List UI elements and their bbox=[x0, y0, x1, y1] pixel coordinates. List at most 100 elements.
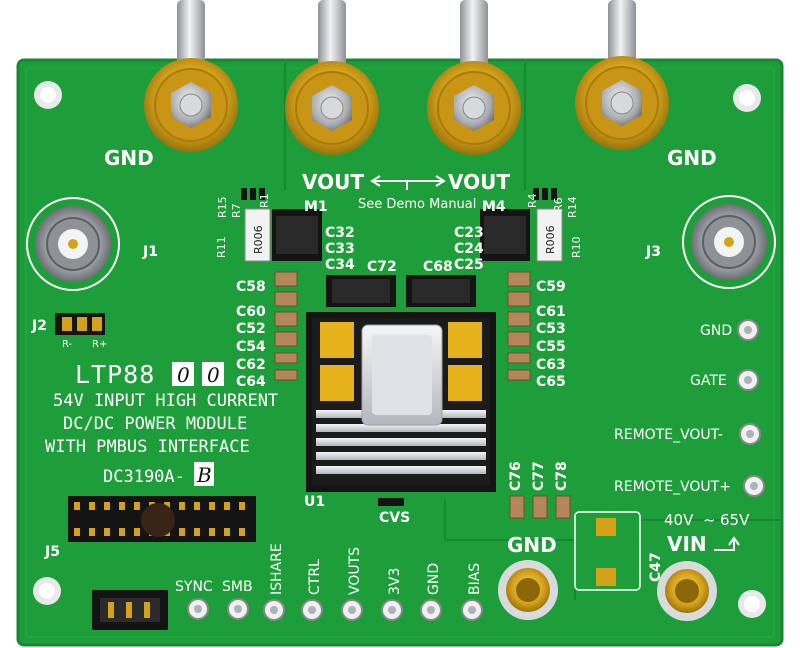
refdes-c68: C68 bbox=[423, 259, 453, 275]
refdes-r7: R7 bbox=[230, 203, 243, 218]
double-arrow-icon bbox=[370, 175, 446, 190]
refdes-r1: R1 bbox=[258, 193, 271, 208]
label-see-manual: See Demo Manual bbox=[358, 197, 476, 212]
refdes-c54: C54 bbox=[236, 339, 266, 355]
bnc-connector-j3[interactable] bbox=[682, 195, 776, 289]
label-tp-sync: SYNC bbox=[175, 579, 213, 595]
part-number: LTP88 bbox=[75, 360, 155, 389]
bnc-connector-j1[interactable] bbox=[26, 197, 120, 291]
refdes-m1: M1 bbox=[304, 199, 328, 215]
test-point-remote-vout-minus[interactable] bbox=[739, 423, 761, 445]
refdes-c60: C60 bbox=[236, 304, 266, 320]
refdes-r006-right: R006 bbox=[544, 225, 557, 254]
label-gnd-input: GND bbox=[507, 533, 557, 557]
test-point-ishare[interactable] bbox=[263, 599, 285, 621]
jumper-j2[interactable] bbox=[55, 313, 105, 335]
refdes-r15: R15 bbox=[216, 196, 229, 218]
refdes-u1: U1 bbox=[304, 494, 325, 510]
refdes-r-plus: R+ bbox=[92, 339, 107, 350]
refdes-j1: J1 bbox=[142, 244, 158, 260]
handwritten-revision: B bbox=[196, 463, 212, 487]
power-module-u1 bbox=[306, 312, 496, 492]
refdes-m4: M4 bbox=[482, 199, 506, 215]
refdes-r14: R14 bbox=[566, 196, 579, 218]
label-vin-min: 40V bbox=[664, 511, 694, 529]
refdes-c77: C77 bbox=[531, 461, 547, 491]
handwritten-digit-2: 0 bbox=[207, 363, 220, 387]
vout-terminal-right[interactable] bbox=[427, 0, 521, 155]
vin-arrow-icon bbox=[714, 536, 740, 551]
label-vin-max: 65V bbox=[720, 511, 750, 529]
title-line-2: DC/DC POWER MODULE bbox=[63, 414, 247, 434]
label-vin: VIN bbox=[667, 532, 707, 556]
refdes-c53: C53 bbox=[536, 321, 566, 337]
refdes-c58: C58 bbox=[236, 279, 266, 295]
test-point-bias[interactable] bbox=[461, 599, 483, 621]
refdes-j3: J3 bbox=[645, 244, 661, 260]
vin-input-jack[interactable] bbox=[657, 561, 717, 621]
mosfet-m1 bbox=[244, 208, 322, 262]
label-tp-ctrl: CTRL bbox=[307, 559, 323, 595]
refdes-c65: C65 bbox=[536, 374, 566, 390]
label-tp-remote-vout-plus: REMOTE_VOUT+ bbox=[614, 479, 731, 495]
refdes-r006-left: R006 bbox=[252, 225, 265, 254]
gnd-terminal-left[interactable] bbox=[144, 0, 238, 152]
test-point-smb[interactable] bbox=[227, 598, 249, 620]
refdes-c34: C34 bbox=[325, 257, 355, 273]
refdes-r10: R10 bbox=[570, 236, 583, 258]
refdes-r-minus: R- bbox=[62, 339, 73, 350]
refdes-c78: C78 bbox=[554, 461, 570, 491]
label-vin-tilde: ~ bbox=[703, 511, 716, 529]
gnd-terminal-right[interactable] bbox=[575, 0, 669, 150]
refdes-j2: J2 bbox=[31, 318, 47, 334]
refdes-r4: R4 bbox=[526, 193, 539, 208]
test-point-vouts[interactable] bbox=[341, 599, 363, 621]
header-j5[interactable] bbox=[68, 496, 256, 542]
test-point-gnd-bottom[interactable] bbox=[420, 599, 442, 621]
mounting-hole-icon bbox=[33, 81, 766, 618]
refdes-c72: C72 bbox=[367, 259, 397, 275]
vout-terminal-left[interactable] bbox=[285, 0, 379, 155]
refdes-c47: C47 bbox=[648, 552, 664, 582]
refdes-c59: C59 bbox=[536, 279, 566, 295]
refdes-c24: C24 bbox=[454, 241, 484, 257]
label-tp-gate: GATE bbox=[690, 373, 727, 389]
gnd-input-jack[interactable] bbox=[498, 560, 558, 620]
refdes-c52: C52 bbox=[236, 321, 266, 337]
demo-board-number: DC3190A- bbox=[103, 467, 185, 487]
label-gnd-right: GND bbox=[667, 146, 717, 170]
test-point-gate[interactable] bbox=[737, 369, 759, 391]
refdes-c76: C76 bbox=[508, 461, 524, 491]
capacitor-c68 bbox=[406, 275, 476, 307]
refdes-cvs: CVS bbox=[379, 510, 410, 526]
refdes-c25: C25 bbox=[454, 257, 484, 273]
refdes-j5: J5 bbox=[44, 544, 60, 560]
refdes-r11: R11 bbox=[215, 236, 228, 258]
handwritten-digit-1: 0 bbox=[177, 363, 190, 387]
title-line-3: WITH PMBUS INTERFACE bbox=[45, 437, 250, 457]
label-vout-right: VOUT bbox=[448, 170, 510, 194]
test-point-gnd-right[interactable] bbox=[737, 319, 759, 341]
refdes-c32: C32 bbox=[325, 225, 355, 241]
refdes-c23: C23 bbox=[454, 225, 484, 241]
label-gnd-left: GND bbox=[104, 146, 154, 170]
refdes-c55: C55 bbox=[536, 339, 566, 355]
capacitor-c72 bbox=[326, 275, 396, 307]
label-tp-ishare: ISHARE bbox=[269, 543, 285, 595]
refdes-c64: C64 bbox=[236, 374, 266, 390]
label-tp-gnd-bottom: GND bbox=[426, 563, 442, 595]
header-sync-smb[interactable] bbox=[92, 590, 168, 630]
test-point-3v3[interactable] bbox=[381, 599, 403, 621]
refdes-r6: R6 bbox=[552, 197, 565, 212]
refdes-c63: C63 bbox=[536, 357, 566, 373]
label-tp-bias: BIAS bbox=[467, 563, 483, 595]
test-point-sync[interactable] bbox=[187, 598, 209, 620]
label-tp-gnd: GND bbox=[700, 323, 732, 339]
refdes-c33: C33 bbox=[325, 241, 355, 257]
test-point-remote-vout-plus[interactable] bbox=[743, 475, 765, 497]
test-point-ctrl[interactable] bbox=[301, 599, 323, 621]
label-tp-smb: SMB bbox=[222, 579, 253, 595]
mosfet-m4 bbox=[480, 208, 563, 262]
